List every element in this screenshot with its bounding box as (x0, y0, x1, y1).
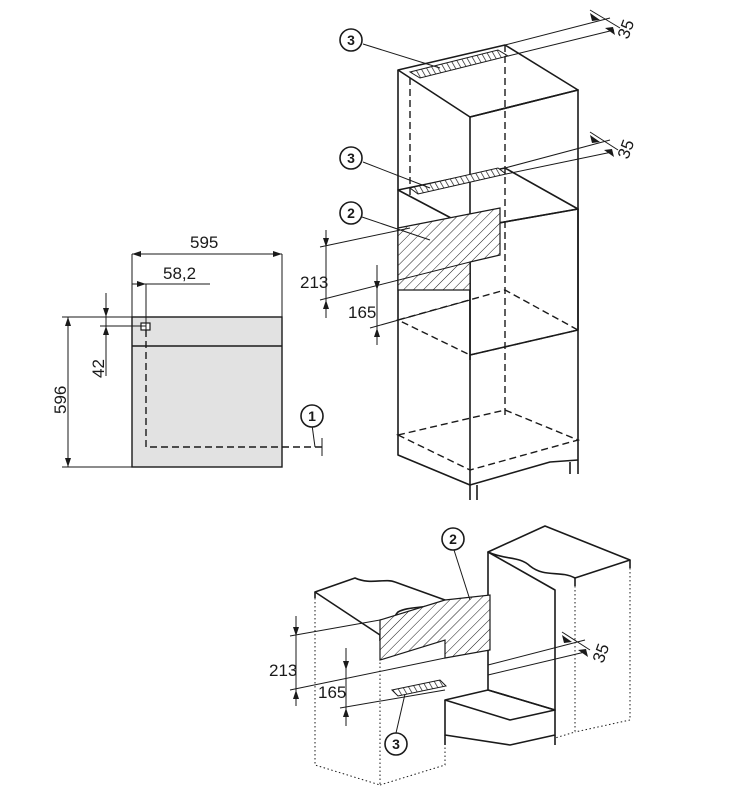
callout-2-under (441, 527, 465, 551)
dim-under-opening-upper: 213 (269, 661, 297, 680)
dim-top-offset: 42 (89, 359, 108, 378)
dim-under-vent: 35 (589, 641, 613, 665)
callout-3-middle (339, 146, 363, 170)
dim-tall-opening-upper: 213 (300, 273, 328, 292)
dim-front-height: 596 (51, 386, 70, 414)
callout-1 (300, 404, 324, 428)
under-counter-cabinet: 213 165 35 2 3 (269, 525, 631, 786)
callout-3-top (339, 28, 363, 52)
tall-cabinet: 35 35 213 165 3 3 2 (300, 9, 638, 500)
callout-3-middle-label: 3 (347, 150, 355, 166)
dim-under-opening-lower: 165 (318, 683, 346, 702)
callout-3-bottom-label: 3 (392, 736, 400, 752)
power-cable-route (145, 330, 322, 448)
callout-2-under-label: 2 (449, 531, 457, 547)
dim-tall-upper-vent: 35 (614, 17, 638, 41)
dim-tall-opening-lower: 165 (348, 303, 376, 322)
callout-2-tall-label: 2 (347, 205, 355, 221)
front-view: 595 58,2 42 596 1 (51, 233, 324, 468)
tall-middle-vent-grill (408, 167, 508, 195)
callout-3-bottom (384, 732, 408, 756)
callout-3-top-label: 3 (347, 32, 355, 48)
callout-1-label: 1 (308, 408, 316, 424)
dim-offset-width: 58,2 (163, 264, 196, 283)
dim-tall-middle-vent: 35 (614, 137, 638, 161)
tall-cutout-hatched (397, 207, 501, 291)
dim-front-width: 595 (190, 233, 218, 252)
under-vent-grill (390, 679, 448, 697)
oven-front-panel (131, 316, 283, 468)
callout-2-tall (339, 201, 363, 225)
under-cutout-hatched (379, 594, 491, 661)
